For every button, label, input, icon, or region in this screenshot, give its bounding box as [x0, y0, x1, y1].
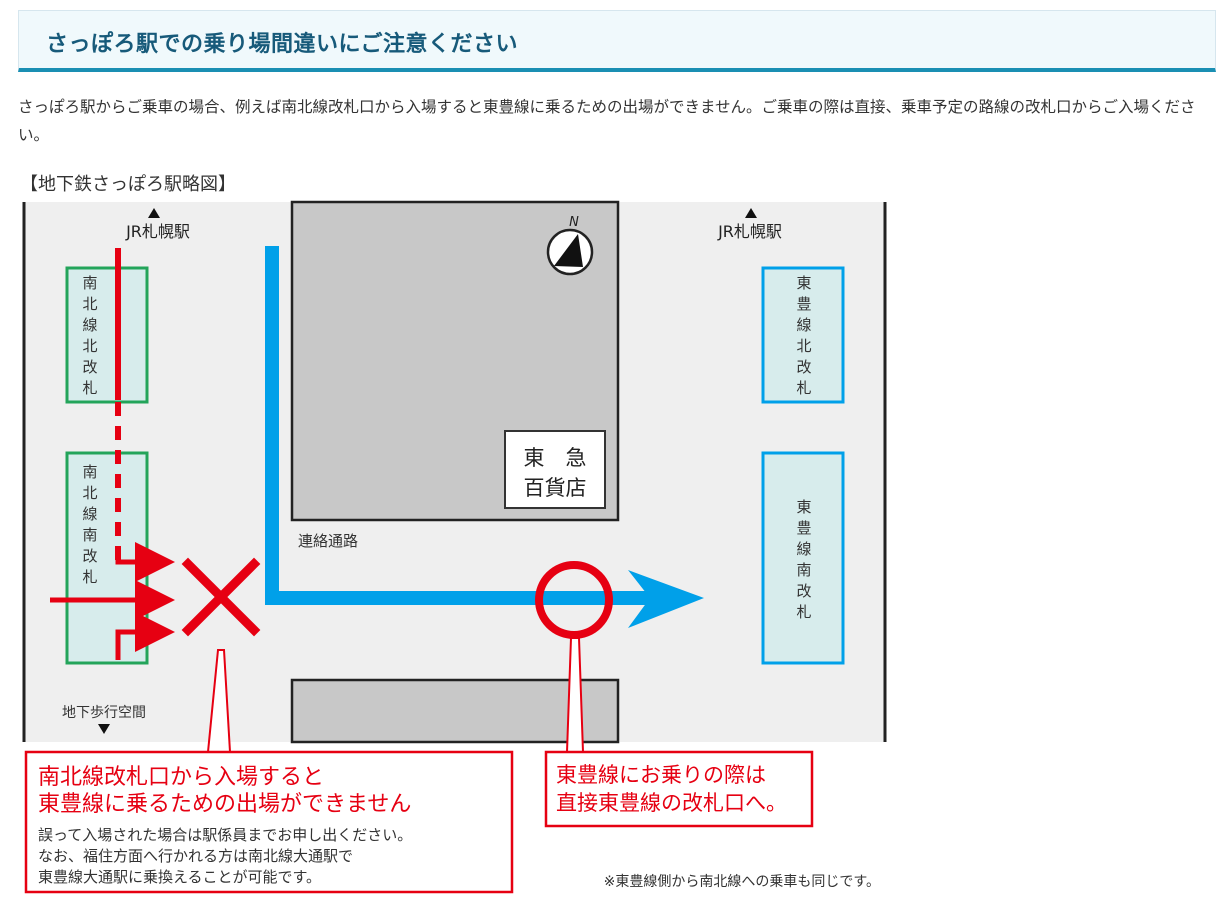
walkway-arrow-icon — [98, 724, 110, 734]
toho-north-gate — [761, 266, 845, 404]
jr-arrow-left-icon — [148, 208, 160, 218]
toho-route-arrow-icon — [628, 570, 704, 628]
svg-text:南: 南 — [82, 274, 97, 292]
footnote: ※東豊線側から南北線への乗車も同じです。 — [604, 873, 880, 890]
warning-note-1: 誤って入場された場合は駅係員までお申し出ください。 — [38, 826, 412, 844]
warning-title-1: 南北線改札口から入場すると — [38, 765, 324, 790]
svg-text:札: 札 — [796, 603, 811, 621]
svg-text:南: 南 — [796, 561, 811, 579]
svg-text:改: 改 — [82, 547, 97, 565]
building-block-lower — [290, 678, 620, 744]
svg-text:線: 線 — [796, 316, 811, 334]
ok-circle-icon — [535, 561, 613, 639]
page-title: さっぽろ駅での乗り場間違いにご注意ください — [46, 32, 519, 57]
svg-text:線: 線 — [796, 540, 811, 558]
svg-text:南: 南 — [82, 526, 97, 544]
ok-text-2: 直接東豊線の改札口へ。 — [556, 791, 787, 815]
red-arrow-lower — [115, 612, 175, 660]
north-label: N — [569, 215, 579, 230]
passage-label: 連絡通路 — [298, 532, 358, 550]
toho-south-gate-label: 東 豊 線 南 改 札 — [796, 498, 811, 621]
tokyu-department-store — [504, 430, 606, 509]
section-heading: さっぽろ駅での乗り場間違いにご注意ください — [18, 10, 1216, 72]
svg-text:札: 札 — [796, 379, 811, 397]
jr-sapporo-left: JR札幌駅 — [125, 222, 190, 241]
svg-text:線: 線 — [82, 316, 97, 334]
svg-text:東: 東 — [796, 498, 811, 516]
ok-text-1: 東豊線にお乗りの際は — [556, 763, 766, 787]
warning-callout — [24, 750, 514, 894]
svg-text:北: 北 — [82, 337, 97, 355]
svg-text:豊: 豊 — [796, 519, 811, 537]
warning-title-2: 東豊線に乗るための出場ができません — [38, 792, 411, 817]
station-map: 【地下鉄さっぽろ駅略図】 東 急 百貨店 N JR札幌駅 JR札幌駅 南 北 線… — [18, 160, 894, 900]
svg-text:改: 改 — [796, 358, 811, 376]
prohibited-x-icon — [181, 557, 261, 637]
namboku-north-gate-label: 南 北 線 北 改 札 — [82, 274, 97, 397]
svg-text:豊: 豊 — [796, 295, 811, 313]
lead-text: さっぽろ駅からご乗車の場合、例えば南北線改札口から入場すると東豊線に乗るための出… — [18, 98, 1196, 144]
ok-callout — [544, 750, 814, 828]
svg-text:線: 線 — [82, 505, 97, 523]
station-map-svg: 【地下鉄さっぽろ駅略図】 東 急 百貨店 N JR札幌駅 JR札幌駅 南 北 線… — [20, 174, 887, 894]
toho-route — [265, 246, 654, 605]
svg-text:改: 改 — [796, 582, 811, 600]
red-arrow-upper — [115, 542, 175, 582]
underground-walkway-label: 地下歩行空間 — [62, 705, 146, 721]
svg-text:札: 札 — [82, 379, 97, 397]
svg-text:北: 北 — [82, 484, 97, 502]
warning-note-3: 東豊線大通駅に乗換えることが可能です。 — [38, 868, 321, 886]
compass-needle-icon — [554, 234, 583, 267]
svg-text:改: 改 — [82, 358, 97, 376]
jr-arrow-right-icon — [745, 208, 757, 218]
map-caption: 【地下鉄さっぽろ駅略図】 — [20, 174, 236, 195]
svg-text:南: 南 — [82, 463, 97, 481]
tokyu-label-2: 百貨店 — [524, 476, 587, 500]
namboku-north-gate — [65, 266, 149, 404]
ok-callout-pointer — [565, 637, 585, 753]
svg-text:札: 札 — [82, 568, 97, 586]
toho-north-gate-label: 東 豊 線 北 改 札 — [796, 274, 811, 397]
tokyu-label-1: 東 急 — [524, 446, 587, 470]
svg-text:北: 北 — [82, 295, 97, 313]
svg-text:北: 北 — [796, 337, 811, 355]
jr-sapporo-right: JR札幌駅 — [717, 222, 782, 241]
warning-note-2: なお、福住方面へ行かれる方は南北線大通駅で — [38, 847, 353, 865]
namboku-south-gate-label: 南 北 線 南 改 札 — [82, 463, 97, 586]
svg-text:東: 東 — [796, 274, 811, 292]
toho-south-gate — [761, 451, 845, 665]
